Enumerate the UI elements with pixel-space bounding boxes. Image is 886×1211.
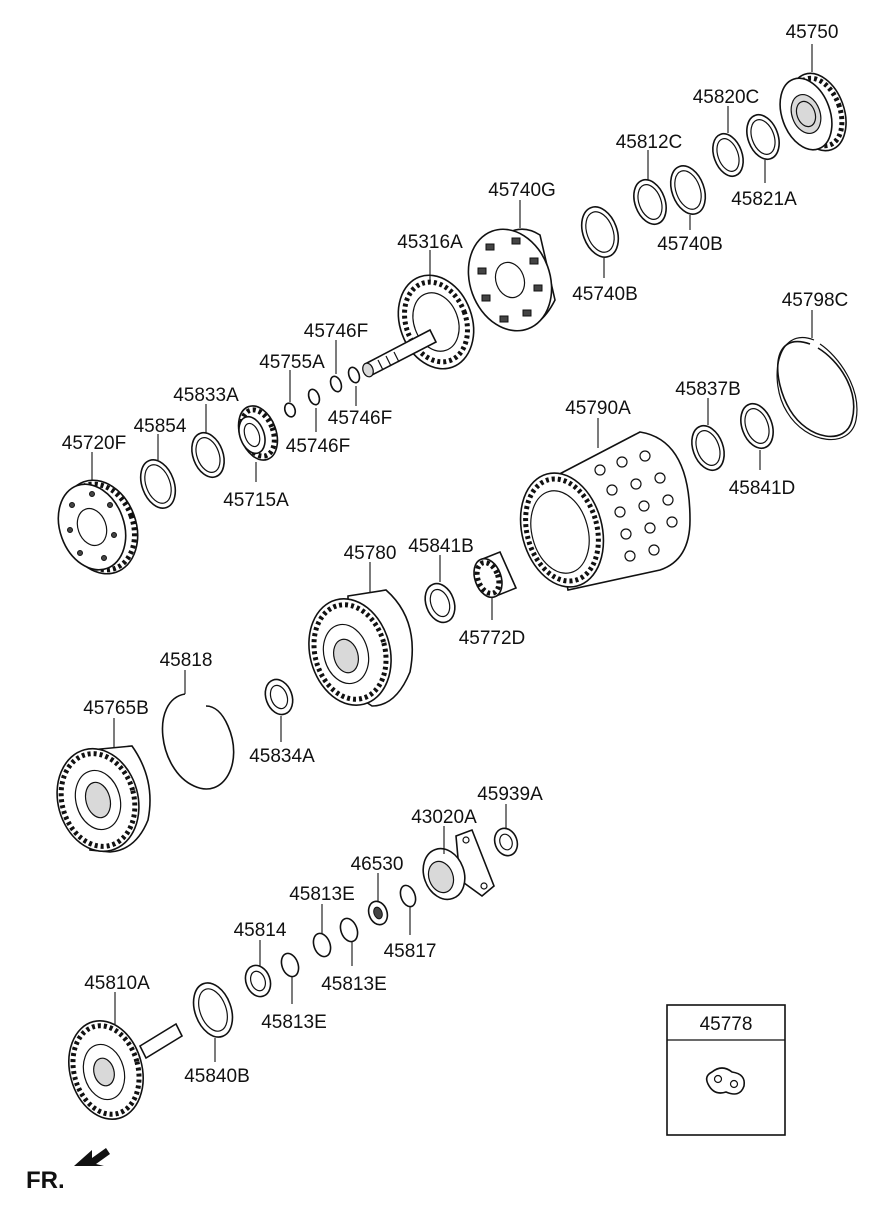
part-45810A[interactable]	[58, 1012, 184, 1127]
label-45746F-top: 45746F	[304, 321, 368, 342]
label-45750: 45750	[786, 22, 839, 43]
part-45834A[interactable]	[261, 676, 298, 719]
label-45790A: 45790A	[565, 398, 631, 419]
label-45740B-right: 45740B	[657, 234, 723, 255]
label-45740B-left: 45740B	[572, 284, 638, 305]
part-45833A[interactable]	[232, 401, 285, 466]
label-45813E-top: 45813E	[289, 884, 355, 905]
part-45316A[interactable]	[361, 265, 486, 380]
label-45841D: 45841D	[729, 478, 796, 499]
part-45837B[interactable]	[686, 421, 730, 474]
label-45740G: 45740G	[488, 180, 556, 201]
part-45813E-b[interactable]	[310, 931, 333, 959]
part-45854-ring[interactable]	[186, 428, 230, 481]
part-46530[interactable]	[365, 899, 390, 928]
label-45813E-mid: 45813E	[321, 974, 387, 995]
label-45814: 45814	[234, 920, 287, 941]
part-45746F-c[interactable]	[307, 388, 322, 406]
label-45798C: 45798C	[782, 290, 849, 311]
part-45746F-b[interactable]	[329, 375, 344, 393]
label-43020A: 43020A	[411, 807, 477, 828]
label-45720F: 45720F	[62, 433, 126, 454]
front-direction-arrow-icon	[74, 1148, 110, 1166]
label-46530: 46530	[351, 854, 404, 875]
part-45812C[interactable]	[628, 175, 672, 228]
part-45820C[interactable]	[707, 130, 748, 181]
label-45715A: 45715A	[223, 490, 289, 511]
label-45780: 45780	[344, 543, 397, 564]
label-45821A: 45821A	[731, 189, 797, 210]
part-45740B-left[interactable]	[575, 202, 625, 262]
part-45854[interactable]	[134, 455, 181, 513]
part-45841B[interactable]	[420, 579, 460, 626]
part-45740G[interactable]	[455, 217, 566, 342]
label-45812C: 45812C	[616, 132, 683, 153]
label-45837B: 45837B	[675, 379, 741, 400]
part-45780[interactable]	[297, 589, 414, 714]
label-45939A: 45939A	[477, 784, 543, 805]
label-45854: 45854	[134, 416, 187, 437]
inset-45778[interactable]	[666, 1004, 786, 1136]
part-45765B[interactable]	[46, 739, 151, 860]
label-45746F-low: 45746F	[286, 436, 350, 457]
label-45817: 45817	[384, 941, 437, 962]
part-45790A[interactable]	[508, 431, 691, 596]
part-45755A[interactable]	[283, 402, 297, 419]
part-45841D[interactable]	[735, 399, 779, 452]
label-45765B: 45765B	[83, 698, 149, 719]
part-45821A[interactable]	[741, 110, 785, 163]
label-45755A: 45755A	[259, 352, 325, 373]
front-direction-label: FR.	[26, 1167, 65, 1194]
part-45813E-a[interactable]	[337, 916, 360, 944]
part-45798C[interactable]	[776, 337, 858, 441]
label-45810A: 45810A	[84, 973, 150, 994]
label-45813E-low: 45813E	[261, 1012, 327, 1033]
part-45772D[interactable]	[469, 550, 518, 601]
label-45818: 45818	[160, 650, 213, 671]
part-45740B-right[interactable]	[664, 161, 711, 219]
label-45772D: 45772D	[459, 628, 526, 649]
part-45720F[interactable]	[47, 470, 150, 585]
inset-title: 45778	[700, 1014, 753, 1035]
part-45817[interactable]	[398, 883, 419, 908]
label-45840B: 45840B	[184, 1066, 250, 1087]
part-45746F-a[interactable]	[347, 366, 362, 384]
label-45833A: 45833A	[173, 385, 239, 406]
part-45750[interactable]	[771, 66, 856, 159]
part-45814[interactable]	[241, 962, 274, 1000]
part-45813E-c[interactable]	[278, 951, 301, 979]
label-45746F-mid: 45746F	[328, 408, 392, 429]
part-45939A[interactable]	[491, 825, 521, 859]
label-45820C: 45820C	[693, 87, 760, 108]
part-43020A[interactable]	[416, 828, 495, 905]
part-45818[interactable]	[161, 693, 235, 790]
label-45316A: 45316A	[397, 232, 463, 253]
label-45834A: 45834A	[249, 746, 315, 767]
part-45840B[interactable]	[187, 978, 240, 1043]
label-45841B: 45841B	[408, 536, 474, 557]
